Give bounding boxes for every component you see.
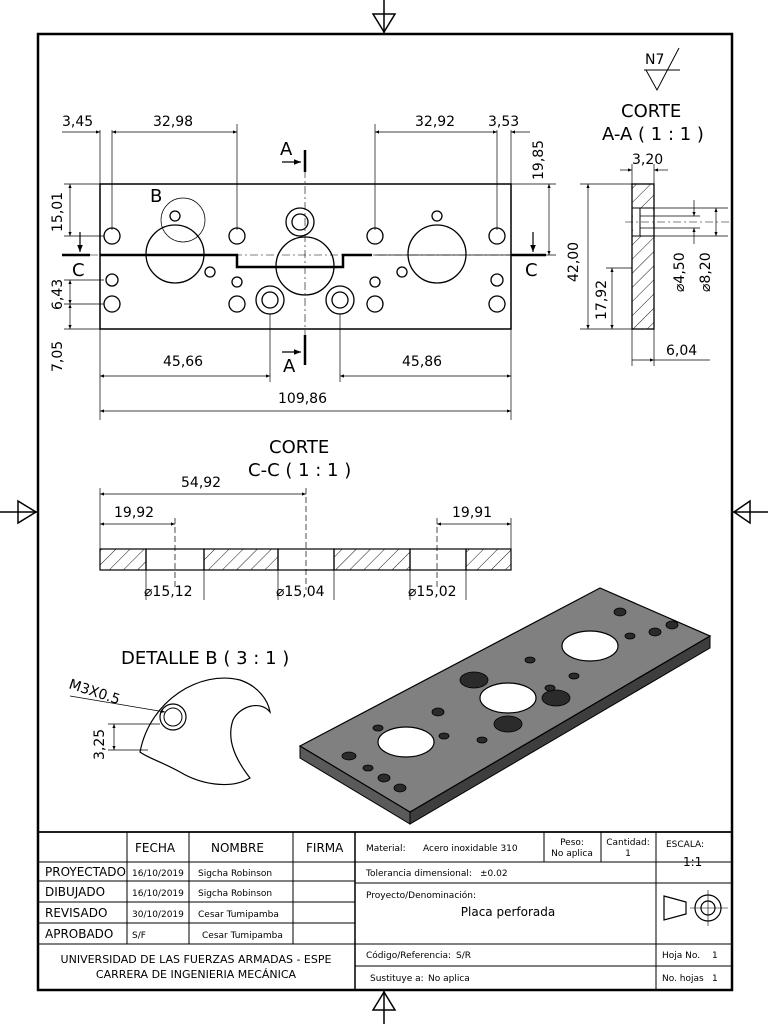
tb-name: Cesar Tumipamba bbox=[198, 910, 279, 920]
tb-codigo-label: Código/Referencia: bbox=[366, 950, 451, 961]
hole-large-left bbox=[145, 224, 205, 284]
tb-role: PROYECTADO bbox=[45, 865, 126, 879]
section-c-label-right: C bbox=[525, 260, 538, 281]
section-cc-title-2: C-C ( 1 : 1 ) bbox=[248, 460, 351, 481]
tb-date: 16/10/2019 bbox=[132, 869, 184, 879]
detail-b: DETALLE B ( 3 : 1 ) M3X0.5 3,25 bbox=[67, 648, 289, 786]
tb-nhojas-label: No. hojas bbox=[662, 974, 704, 984]
tb-header-firma: FIRMA bbox=[306, 841, 344, 855]
tb-codigo: S/R bbox=[456, 951, 471, 961]
cc-dim-left: 19,92 bbox=[114, 505, 154, 521]
projection-symbol bbox=[663, 890, 728, 926]
cc-dim-center: 54,92 bbox=[181, 475, 221, 491]
section-cc-title-1: CORTE bbox=[269, 437, 329, 458]
tb-date: 16/10/2019 bbox=[132, 889, 184, 899]
tb-tolerancia-label: Tolerancia dimensional: bbox=[365, 869, 472, 879]
aa-dim-low: 17,92 bbox=[594, 280, 610, 320]
section-cc: CORTE C-C ( 1 : 1 ) 54,92 19,92 19, bbox=[99, 437, 512, 600]
tb-proyecto-label: Proyecto/Denominación: bbox=[366, 890, 476, 901]
dim-mid-left: 6,43 bbox=[50, 279, 66, 310]
tb-name: Sigcha Robinson bbox=[198, 889, 272, 899]
section-a-label-bottom: A bbox=[283, 356, 296, 377]
detail-b-label: B bbox=[150, 186, 162, 207]
detail-b-dim: 3,25 bbox=[92, 729, 108, 760]
iso-hole-large-3 bbox=[561, 630, 619, 662]
section-c-label-left: C bbox=[72, 260, 85, 281]
tb-material: Acero inoxidable 310 bbox=[423, 844, 518, 854]
tb-material-label: Material: bbox=[366, 844, 406, 854]
tb-hoja: 1 bbox=[712, 951, 718, 961]
tb-sustituye-label: Sustituye a: bbox=[370, 974, 424, 984]
hole-large-right bbox=[407, 224, 467, 284]
cc-dim-dia-left: ⌀15,12 bbox=[144, 584, 193, 600]
cc-dim-right: 19,91 bbox=[452, 505, 492, 521]
dim-right-span: 32,92 bbox=[415, 114, 455, 130]
surface-finish-label: N7 bbox=[645, 52, 664, 68]
tb-escala: 1:1 bbox=[683, 855, 702, 869]
surface-finish-symbol: N7 bbox=[644, 47, 680, 92]
section-aa-title-1: CORTE bbox=[621, 101, 681, 122]
tb-cantidad-label: Cantidad: bbox=[606, 838, 650, 848]
tb-nhojas: 1 bbox=[712, 974, 718, 984]
dim-top-right: 19,85 bbox=[531, 140, 547, 180]
dim-bottom-left-span: 45,66 bbox=[163, 354, 203, 370]
section-aa-title-2: A-A ( 1 : 1 ) bbox=[602, 124, 704, 145]
title-block: FECHA NOMBRE FIRMA PROYECTADO 16/10/2019… bbox=[38, 831, 732, 990]
dim-left-edge: 3,45 bbox=[62, 114, 93, 130]
dim-left-span: 32,98 bbox=[153, 114, 193, 130]
tb-header-fecha: FECHA bbox=[135, 841, 176, 855]
dim-total-length: 109,86 bbox=[278, 391, 327, 407]
plate-outline bbox=[99, 183, 512, 330]
tb-peso-label: Peso: bbox=[560, 838, 584, 848]
detail-b-title: DETALLE B ( 3 : 1 ) bbox=[121, 648, 289, 669]
tb-role: APROBADO bbox=[45, 927, 113, 941]
tb-proyecto: Placa perforada bbox=[461, 905, 555, 919]
aa-dim-height: 42,00 bbox=[566, 242, 582, 282]
tb-sustituye: No aplica bbox=[428, 974, 470, 984]
tb-role: REVISADO bbox=[45, 906, 107, 920]
aa-dim-dia-1: ⌀4,50 bbox=[672, 252, 688, 292]
tb-tolerancia: ±0.02 bbox=[480, 869, 508, 879]
tb-career: CARRERA DE INGENIERIA MECÁNICA bbox=[96, 968, 297, 981]
aa-dim-width: 3,20 bbox=[632, 152, 663, 168]
tb-university: UNIVERSIDAD DE LAS FUERZAS ARMADAS - ESP… bbox=[61, 953, 332, 966]
iso-hole-large-1 bbox=[377, 726, 435, 758]
tb-name: Sigcha Robinson bbox=[198, 869, 272, 879]
tb-name: Cesar Tumipamba bbox=[202, 931, 283, 941]
tb-hoja-label: Hoja No. bbox=[662, 951, 700, 961]
section-a-label-top: A bbox=[280, 139, 293, 160]
dim-top-left: 15,01 bbox=[50, 192, 66, 232]
tb-peso: No aplica bbox=[551, 849, 593, 859]
tb-escala-label: ESCALA: bbox=[666, 840, 704, 850]
cc-dim-dia-center: ⌀15,04 bbox=[276, 584, 325, 600]
hole-large-center bbox=[275, 236, 335, 296]
tb-role: DIBUJADO bbox=[45, 885, 105, 899]
dim-bottom-right-span: 45,86 bbox=[402, 354, 442, 370]
aa-dim-dia-2: ⌀8,20 bbox=[698, 252, 714, 292]
detail-b-thread: M3X0.5 bbox=[67, 677, 122, 709]
cc-dim-dia-right: ⌀15,02 bbox=[408, 584, 457, 600]
isometric-view bbox=[298, 587, 712, 825]
iso-hole-large-2 bbox=[479, 682, 537, 714]
tb-header-nombre: NOMBRE bbox=[211, 841, 264, 855]
tb-cantidad: 1 bbox=[625, 849, 631, 859]
tb-date: 30/10/2019 bbox=[132, 910, 184, 920]
section-aa: CORTE A-A ( 1 : 1 ) 3,20 42,00 17,92 ⌀4,… bbox=[566, 101, 730, 366]
dim-right-edge: 3,53 bbox=[488, 114, 519, 130]
aa-dim-width-2: 6,04 bbox=[666, 343, 697, 359]
detail-b-circle bbox=[160, 197, 206, 243]
tb-date: S/F bbox=[132, 931, 146, 941]
dim-bottom-left: 7,05 bbox=[50, 341, 66, 372]
front-view: A A C C B 3,45 32,98 bbox=[50, 114, 556, 420]
